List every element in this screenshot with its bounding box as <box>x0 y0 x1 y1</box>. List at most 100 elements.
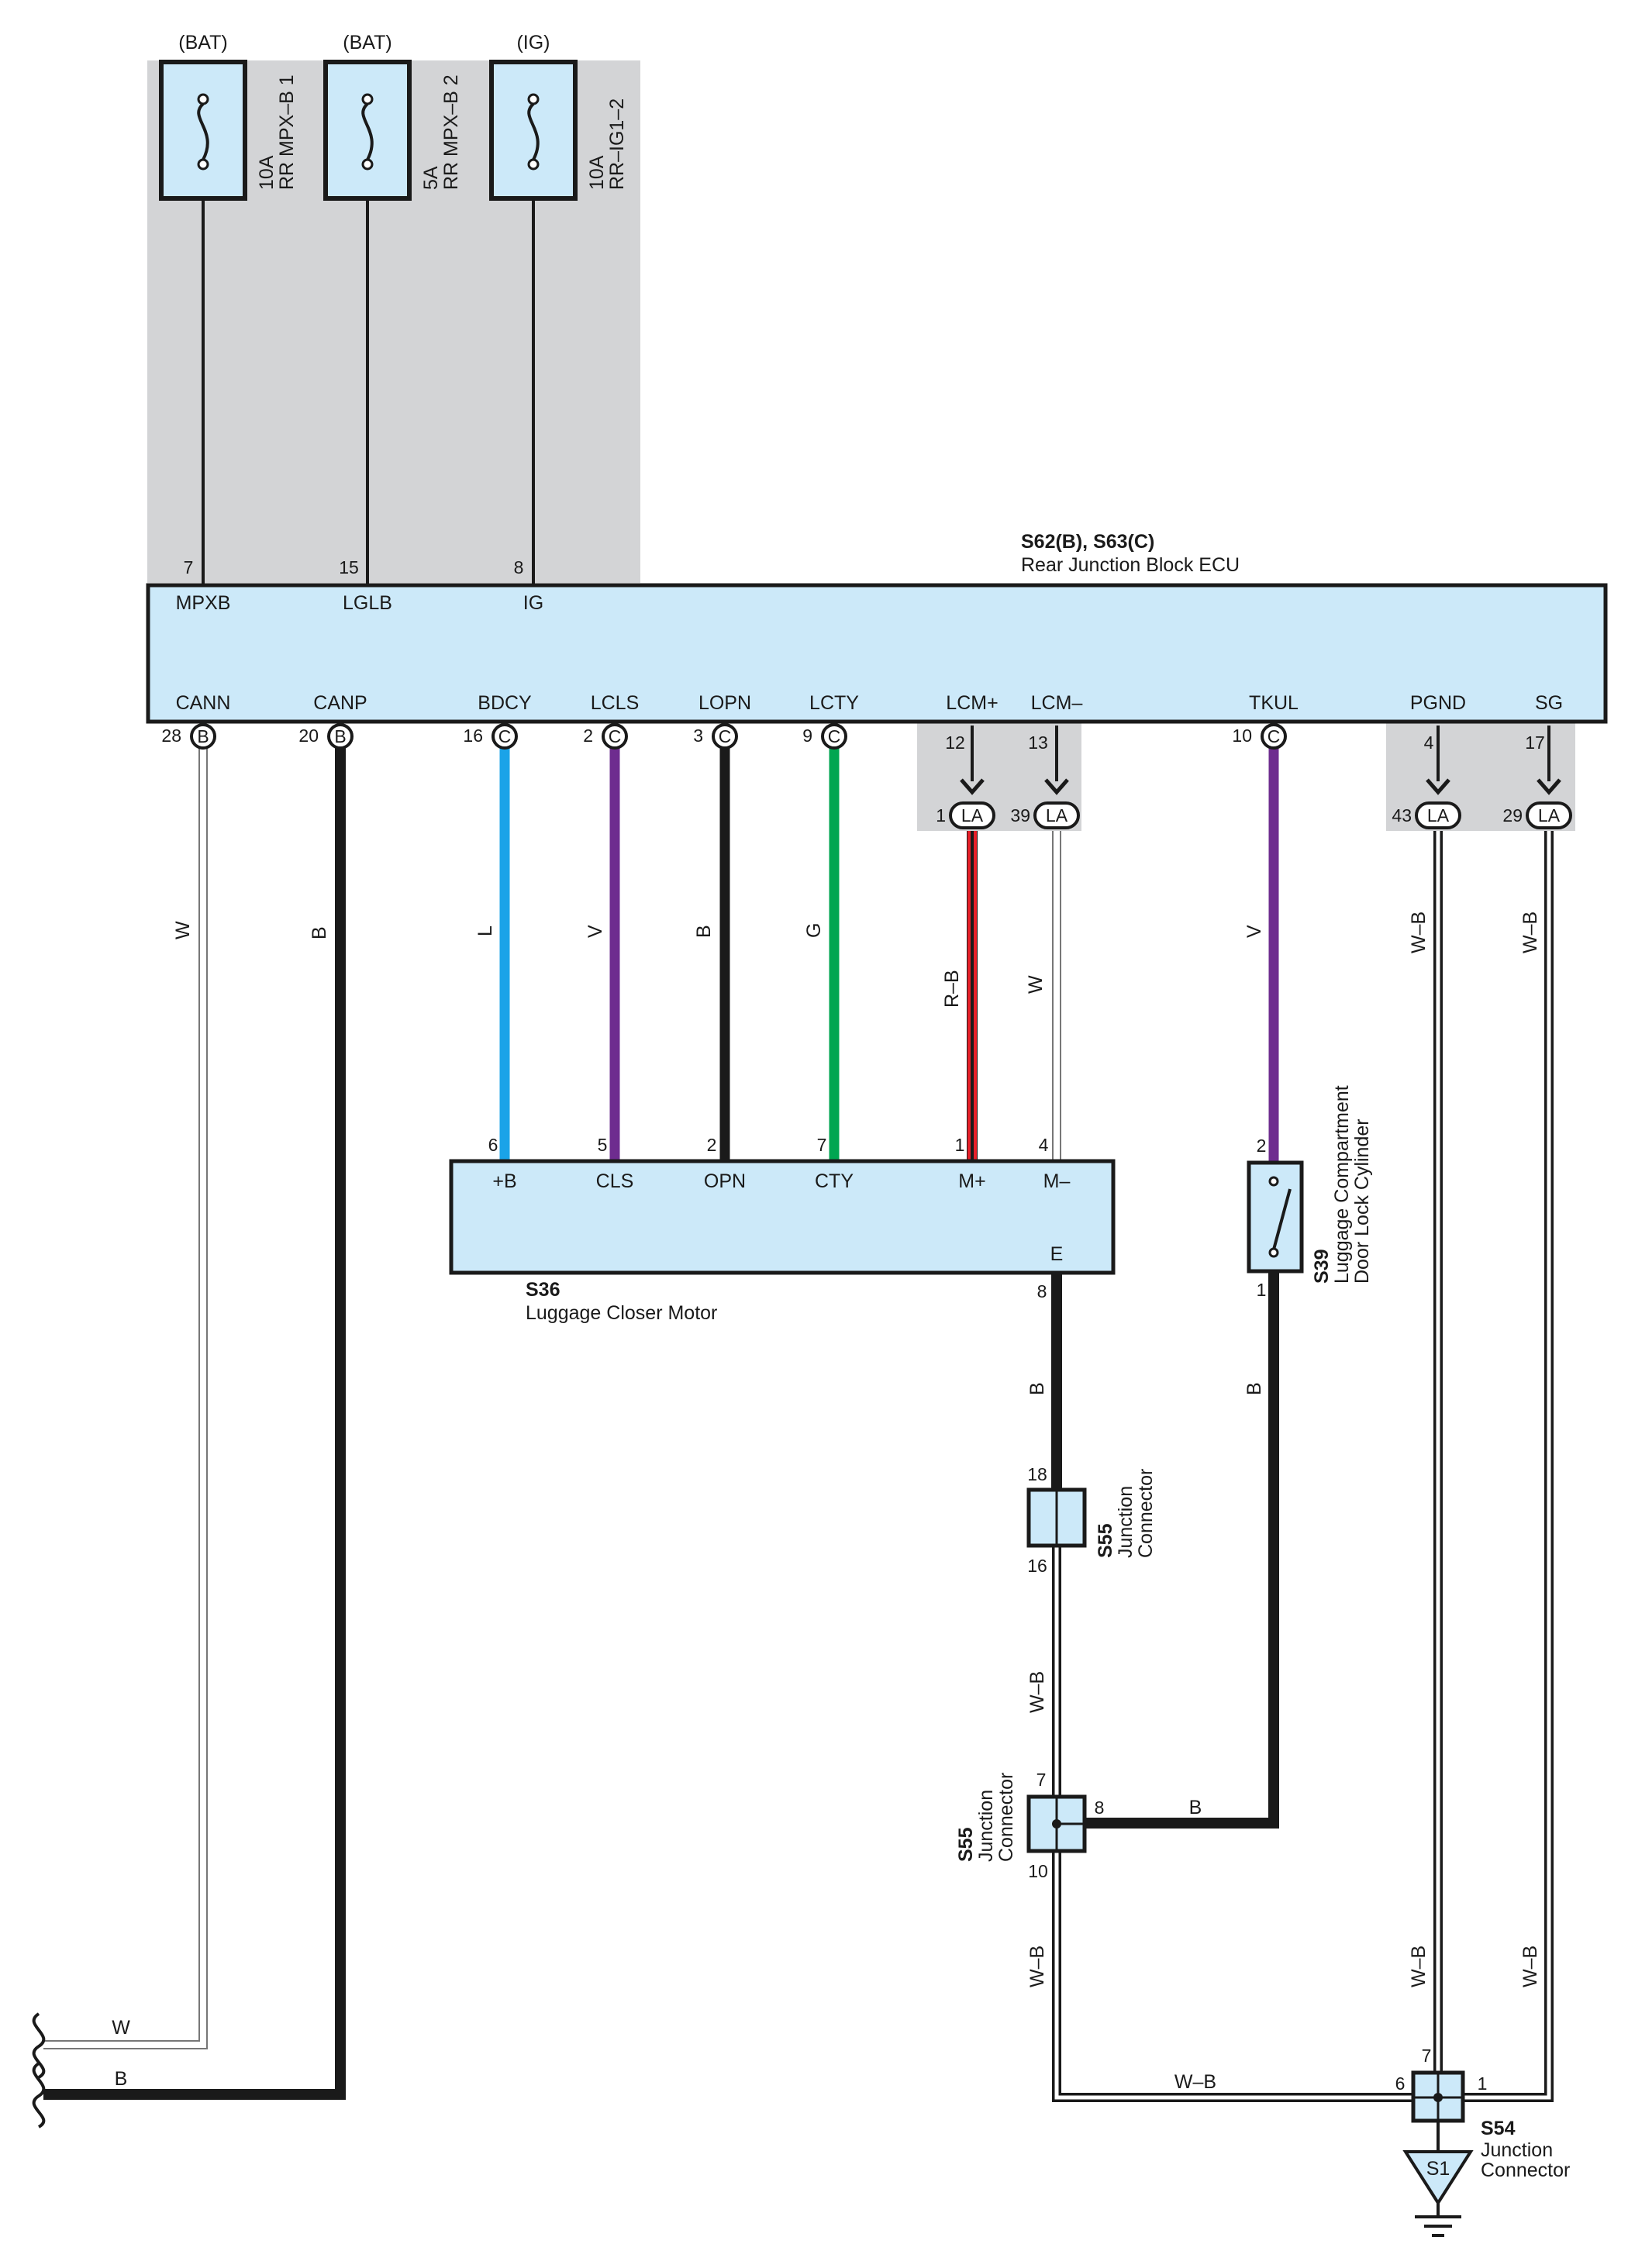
svg-text:W–B: W–B <box>1026 1946 1048 1987</box>
svg-text:43: 43 <box>1392 805 1412 826</box>
ecu-pin-lcty: LCTY <box>809 692 859 714</box>
ecu-pin-canp: CANP <box>313 692 367 714</box>
ecu-pin-sg: SG <box>1535 692 1563 714</box>
pin-lcty: 9 C <box>802 723 847 750</box>
fuse-source-label: (BAT) <box>343 32 391 53</box>
svg-text:W: W <box>1025 975 1047 994</box>
ground-label: S1 <box>1426 2158 1450 2180</box>
svg-text:W–B: W–B <box>1519 1946 1541 1987</box>
fuse-rr-mpx-b2: (BAT) 5A RR MPX–B 2 <box>323 32 462 201</box>
svg-text:LA: LA <box>1427 805 1450 826</box>
wire-sg <box>1459 726 1554 2102</box>
ecu-pin-lcm-plus: LCM+ <box>946 692 998 714</box>
ecu-pin-ig: IG <box>523 592 543 614</box>
la-connector-43: LA 43 <box>1392 778 1461 829</box>
svg-text:16: 16 <box>463 726 483 746</box>
ecu-bottom-connectors: 28 B 20 B 16 C 2 C 3 C 9 C <box>161 723 1545 753</box>
svg-text:8: 8 <box>1095 1798 1105 1818</box>
pin-canp: 20 B <box>298 723 354 750</box>
svg-text:LA: LA <box>1538 805 1561 826</box>
svg-text:W: W <box>172 921 194 939</box>
svg-text:7: 7 <box>817 1135 827 1155</box>
svg-text:S54: S54 <box>1481 2118 1516 2139</box>
svg-text:6: 6 <box>1395 2073 1406 2094</box>
svg-text:1: 1 <box>1478 2073 1488 2094</box>
fuse-rating: 10A <box>256 155 278 190</box>
cylinder-name-line2: Door Lock Cylinder <box>1351 1118 1373 1284</box>
la-connector-1: LA 1 <box>936 778 995 829</box>
svg-text:7: 7 <box>1036 1770 1047 1790</box>
svg-text:W–B: W–B <box>1519 912 1541 953</box>
svg-text:LA: LA <box>1046 805 1068 826</box>
fuse-rating: 10A <box>586 155 608 190</box>
wire-lcm-plus <box>967 726 978 1160</box>
pin-sg-num: 17 <box>1525 732 1545 753</box>
svg-text:9: 9 <box>802 726 812 746</box>
svg-text:2: 2 <box>707 1135 717 1155</box>
svg-text:W–B: W–B <box>1408 912 1430 953</box>
svg-text:Junction: Junction <box>1481 2139 1553 2161</box>
svg-text:2: 2 <box>1257 1136 1267 1156</box>
pin-tkul: 10 C <box>1232 723 1287 750</box>
pin-lcm-plus-num: 12 <box>945 732 965 753</box>
svg-text:W: W <box>112 2017 130 2039</box>
ground-point: S1 <box>1402 2150 1474 2237</box>
svg-text:Junction: Junction <box>1115 1486 1136 1558</box>
ecu-pin-lglb-num: 15 <box>339 557 359 577</box>
wire-break-marks <box>32 2012 46 2128</box>
wire-code-labels: W B L V B G R–B W V W–B W–B B B W–B W–B … <box>112 912 1541 2093</box>
svg-text:B: B <box>115 2068 128 2090</box>
svg-text:C: C <box>719 726 732 746</box>
svg-text:4: 4 <box>1039 1135 1049 1155</box>
svg-text:R–B: R–B <box>941 970 963 1008</box>
ecu-code: S62(B), S63(C) <box>1021 531 1154 553</box>
fuse-name: RR MPX–B 2 <box>440 74 462 190</box>
svg-text:E: E <box>1050 1243 1064 1265</box>
door-lock-cylinder: 2 1 S39 Luggage Compartment Door Lock Cy… <box>1247 1085 1373 1300</box>
svg-text:Connector: Connector <box>1481 2159 1570 2181</box>
svg-text:16: 16 <box>1027 1556 1047 1576</box>
svg-text:S55: S55 <box>1095 1523 1116 1558</box>
svg-text:L: L <box>474 925 496 936</box>
svg-text:G: G <box>803 923 825 938</box>
ecu-pin-lcm-minus: LCM– <box>1031 692 1083 714</box>
junction-s55-upper: 18 16 S55 Junction Connector <box>1026 1464 1157 1576</box>
fuse-source-label: (IG) <box>516 32 550 53</box>
pin-cann: 28 B <box>161 723 216 750</box>
svg-text:CLS: CLS <box>596 1170 634 1192</box>
svg-text:29: 29 <box>1502 805 1523 826</box>
svg-text:1: 1 <box>936 805 946 826</box>
svg-text:B: B <box>693 925 715 938</box>
ecu-pin-mpxb-num: 7 <box>184 557 194 577</box>
svg-text:3: 3 <box>693 726 703 746</box>
pin-pgnd-num: 4 <box>1424 732 1434 753</box>
svg-text:LA: LA <box>961 805 984 826</box>
fuse-name: RR MPX–B 1 <box>276 74 298 190</box>
pin-lcls: 2 C <box>583 723 628 750</box>
ecu-bottom-pin-labels: CANN CANP BDCY LCLS LOPN LCTY LCM+ LCM– … <box>176 692 1563 714</box>
ecu-pin-lglb: LGLB <box>343 592 392 614</box>
svg-text:+B: +B <box>492 1170 516 1192</box>
ecu-pin-bdcy: BDCY <box>478 692 532 714</box>
motor-code: S36 <box>526 1279 560 1301</box>
ecu-pin-lcls: LCLS <box>591 692 640 714</box>
pin-bdcy: 16 C <box>463 723 518 750</box>
junction-s54: 7 6 1 S54 Junction Connector <box>1395 2046 1571 2181</box>
svg-text:Connector: Connector <box>995 1773 1017 1862</box>
svg-text:B: B <box>1189 1797 1202 1818</box>
svg-text:Junction: Junction <box>975 1790 997 1862</box>
la-connector-29: LA 29 <box>1502 778 1572 829</box>
motor-name: Luggage Closer Motor <box>526 1302 717 1324</box>
svg-text:B: B <box>1026 1382 1048 1395</box>
svg-text:10: 10 <box>1232 726 1252 746</box>
svg-text:V: V <box>585 925 606 938</box>
svg-text:B: B <box>309 926 330 939</box>
ecu-pin-tkul: TKUL <box>1249 692 1299 714</box>
wire-cann <box>43 747 208 2049</box>
la-connector-39: LA 39 <box>1010 778 1080 829</box>
fuse-name: RR–IG1–2 <box>606 98 628 190</box>
svg-text:S55: S55 <box>955 1827 977 1862</box>
pin-lopn: 3 C <box>693 723 738 750</box>
svg-text:6: 6 <box>488 1135 498 1155</box>
svg-text:5: 5 <box>598 1135 608 1155</box>
